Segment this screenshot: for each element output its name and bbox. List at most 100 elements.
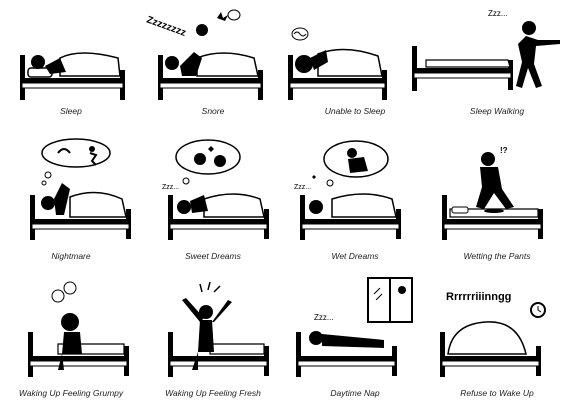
ghost-icon bbox=[57, 148, 71, 154]
anger-icon bbox=[217, 12, 228, 21]
cell-wetting-the-pants: !? Wetting the Pants bbox=[426, 137, 568, 274]
zzz-text: Zzz... bbox=[314, 313, 334, 322]
cell-waking-grumpy: Waking Up Feeling Grumpy bbox=[0, 274, 142, 411]
bubble-icon bbox=[227, 9, 241, 21]
sparkle-icon bbox=[199, 281, 221, 293]
bed bbox=[440, 332, 541, 377]
cell-refuse-to-wake-up: Rrrrrriiinngg Refuse to Wake Up bbox=[426, 274, 568, 411]
body bbox=[198, 320, 214, 352]
daytime-nap-illustration: Zzz... bbox=[296, 277, 413, 377]
body bbox=[190, 195, 208, 213]
head bbox=[481, 152, 495, 166]
head bbox=[295, 55, 313, 73]
thought-bubble bbox=[41, 138, 111, 168]
caption: Refuse to Wake Up bbox=[460, 388, 534, 398]
partner-body bbox=[180, 52, 202, 76]
sweet-dreams-illustration: Zzz... bbox=[162, 139, 269, 240]
bed bbox=[288, 55, 387, 100]
sun-icon bbox=[398, 286, 406, 294]
caption: Unable to Sleep bbox=[324, 106, 386, 116]
unable-to-sleep-illustration bbox=[288, 27, 387, 100]
caption: Sweet Dreams bbox=[185, 251, 241, 261]
caption: Daytime Nap bbox=[330, 388, 380, 398]
lying-body bbox=[322, 334, 384, 348]
cell-sweet-dreams: Zzz... Sweet Dreams bbox=[142, 137, 284, 274]
head bbox=[41, 196, 55, 210]
embracing-couple-icon bbox=[347, 148, 357, 158]
blanket bbox=[209, 343, 265, 355]
cell-daytime-nap: Zzz... Daytime Nap bbox=[284, 274, 426, 411]
head bbox=[309, 200, 323, 214]
alarm-text: Rrrrrriiinngg bbox=[446, 291, 511, 303]
cell-nightmare: Nightmare bbox=[0, 137, 142, 274]
wetting-the-pants-illustration: !? bbox=[442, 146, 543, 240]
bed bbox=[168, 195, 269, 240]
snore-illustration: Zzzzzzzz bbox=[145, 9, 263, 100]
bed bbox=[412, 46, 513, 91]
caption: Wet Dreams bbox=[331, 251, 379, 261]
blanket bbox=[196, 52, 259, 77]
wet-spot bbox=[484, 209, 504, 213]
blanket bbox=[425, 59, 511, 68]
bed bbox=[300, 195, 401, 240]
head bbox=[199, 305, 213, 319]
bed bbox=[168, 332, 269, 377]
covered-mound bbox=[447, 321, 527, 355]
snore-text: Zzzzzzzz bbox=[145, 14, 187, 38]
caption: Sleep bbox=[60, 106, 82, 116]
bed bbox=[30, 195, 131, 240]
running-figure-icon bbox=[89, 146, 95, 152]
body bbox=[62, 332, 82, 354]
blanket bbox=[59, 52, 121, 77]
head bbox=[165, 56, 179, 70]
cell-unable-to-sleep: Unable to Sleep bbox=[284, 0, 426, 137]
wet-dreams-illustration: Zzz... bbox=[294, 140, 401, 240]
bed bbox=[296, 332, 397, 377]
zzz-text: Zzz... bbox=[488, 9, 508, 18]
body bbox=[45, 58, 66, 74]
thought-bubble bbox=[175, 139, 241, 175]
sleep-walking-illustration: Zzz... bbox=[412, 9, 560, 91]
couple-icon bbox=[194, 153, 206, 165]
zzz-text: Zzz... bbox=[294, 184, 311, 191]
head bbox=[522, 21, 536, 35]
cell-snore: Zzzzzzzz Snore bbox=[142, 0, 284, 137]
cell-waking-fresh: Waking Up Feeling Fresh bbox=[142, 274, 284, 411]
heart-icon bbox=[208, 146, 214, 152]
caption: Waking Up Feeling Fresh bbox=[165, 388, 261, 398]
waking-grumpy-illustration bbox=[28, 281, 129, 377]
bed bbox=[442, 195, 543, 240]
nightmare-illustration bbox=[30, 138, 131, 240]
zzz-text: Zzz... bbox=[162, 184, 179, 191]
cell-wet-dreams: Zzz... Wet Dreams bbox=[284, 137, 426, 274]
sleep-illustration bbox=[20, 52, 125, 100]
bed bbox=[158, 55, 263, 100]
waking-fresh-illustration bbox=[168, 281, 269, 377]
head bbox=[177, 200, 191, 214]
raised-arms bbox=[182, 298, 232, 322]
caption: Sleep Walking bbox=[469, 106, 525, 116]
body bbox=[54, 183, 70, 215]
caption: Nightmare bbox=[51, 251, 91, 261]
scribble-icon bbox=[51, 289, 65, 303]
blanket bbox=[69, 191, 127, 218]
caption: Wetting the Pants bbox=[463, 251, 531, 261]
walking-body bbox=[516, 36, 560, 88]
caption: Snore bbox=[201, 106, 225, 116]
bed bbox=[20, 55, 125, 100]
blanket bbox=[331, 193, 397, 218]
blanket bbox=[317, 48, 383, 77]
exclaim-text: !? bbox=[500, 146, 508, 155]
grumpy-head bbox=[61, 313, 79, 331]
cell-sleep: Sleep bbox=[0, 0, 142, 137]
partner-head bbox=[196, 24, 208, 36]
caption: Waking Up Feeling Grumpy bbox=[18, 388, 124, 398]
refuse-to-wake-illustration: Rrrrrriiinngg bbox=[440, 291, 546, 377]
cell-sleep-walking: Zzz... Sleep Walking bbox=[412, 0, 568, 137]
heart-icon bbox=[312, 175, 316, 179]
arm bbox=[310, 50, 328, 70]
bed bbox=[28, 332, 129, 377]
head bbox=[31, 55, 45, 69]
blanket bbox=[203, 193, 265, 218]
